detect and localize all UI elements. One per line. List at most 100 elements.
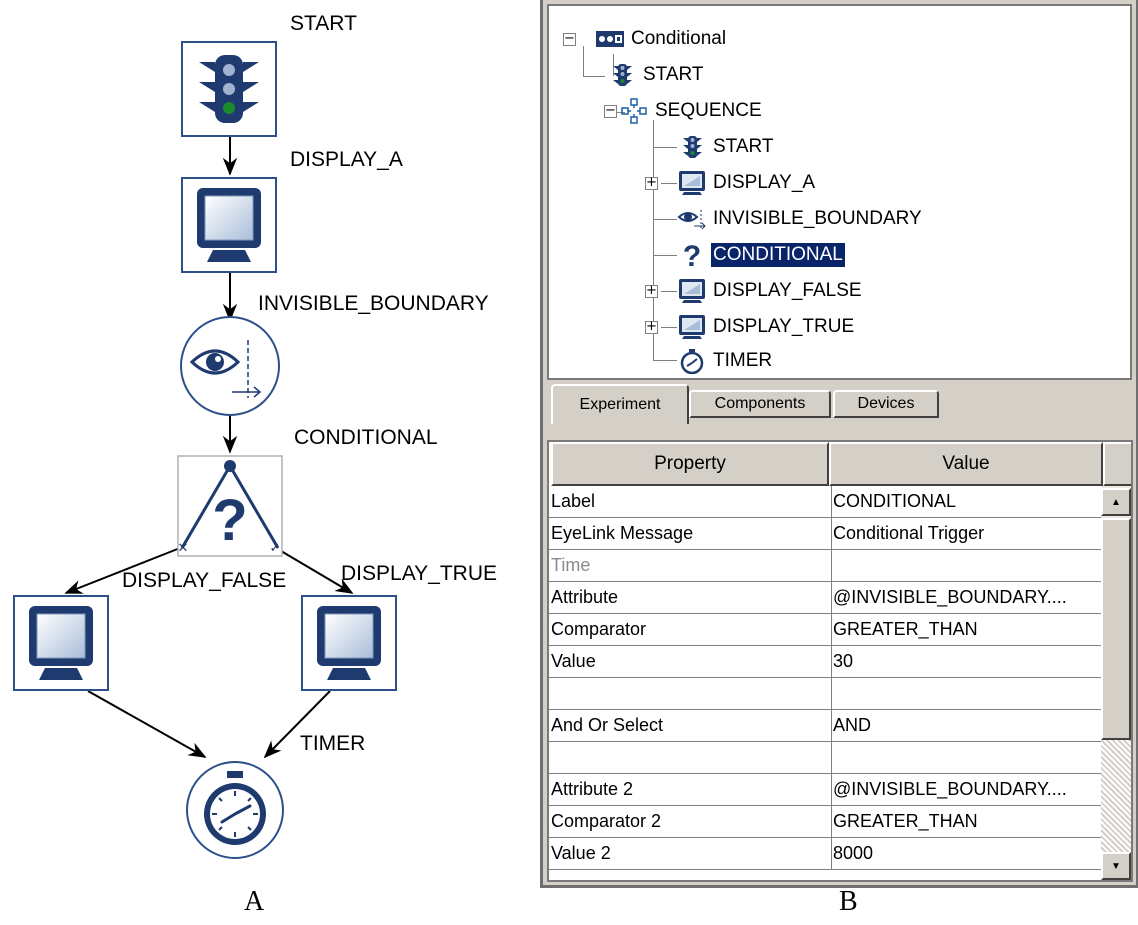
tree-item-start[interactable]: START: [607, 60, 706, 90]
property-key: And Or Select: [551, 715, 664, 735]
monitor-icon: [677, 276, 707, 306]
property-value[interactable]: [831, 742, 1105, 773]
property-value[interactable]: @INVISIBLE_BOUNDARY....: [831, 582, 1105, 613]
table-row[interactable]: Comparator GREATER_THAN: [549, 614, 1103, 646]
tree-item-conditional[interactable]: ? CONDITIONAL: [677, 240, 846, 270]
traffic-light-icon: [677, 132, 707, 162]
tree-item-start[interactable]: START: [677, 132, 776, 162]
tab-components[interactable]: Components: [689, 390, 831, 418]
tree-item-invisible-boundary[interactable]: INVISIBLE_BOUNDARY: [677, 204, 924, 234]
table-row[interactable]: [549, 742, 1103, 774]
tree-item-sequence[interactable]: SEQUENCE: [619, 96, 764, 126]
display-false-node[interactable]: [13, 595, 109, 691]
timer-node[interactable]: [186, 761, 284, 859]
property-value[interactable]: AND: [831, 710, 1105, 741]
tree-line: [609, 112, 625, 113]
column-header-value[interactable]: Value: [829, 442, 1103, 486]
property-key: Value 2: [551, 843, 611, 863]
table-row[interactable]: Attribute 2@INVISIBLE_BOUNDARY....: [549, 774, 1103, 806]
table-row[interactable]: Label CONDITIONAL: [549, 486, 1103, 518]
svg-text:?: ?: [212, 488, 247, 553]
tab-label: Experiment: [579, 396, 661, 413]
traffic-light-icon: [607, 60, 637, 90]
display-a-node[interactable]: [181, 177, 277, 273]
property-value[interactable]: [831, 678, 1105, 709]
node-label-display-true: DISPLAY_TRUE: [341, 562, 497, 585]
edge-true-timer: [263, 690, 331, 759]
tree-item-timer[interactable]: TIMER: [677, 346, 774, 376]
tab-devices[interactable]: Devices: [833, 390, 939, 418]
tree-item-display-a[interactable]: DISPLAY_A: [677, 168, 817, 198]
structure-tree[interactable]: − − + + + Conditional START SEQUENCE: [547, 4, 1132, 380]
column-header-label: Property: [654, 453, 726, 474]
traffic-light-icon: [199, 55, 259, 123]
tree-line: [653, 120, 654, 360]
tree-line: [583, 46, 584, 76]
node-label-conditional: CONDITIONAL: [294, 426, 438, 449]
node-label-display-false: DISPLAY_FALSE: [122, 569, 286, 592]
eye-boundary-icon: [189, 340, 262, 398]
property-value[interactable]: GREATER_THAN: [831, 806, 1105, 837]
tree-item-label: DISPLAY_A: [713, 172, 816, 193]
column-header-corner: [1103, 442, 1131, 486]
conditional-node[interactable]: ? ✕ ✓: [177, 455, 283, 557]
table-row[interactable]: Value 2 8000: [549, 838, 1103, 870]
eye-boundary-icon: [677, 204, 707, 234]
node-label-invisible-boundary: INVISIBLE_BOUNDARY: [258, 292, 489, 315]
property-value[interactable]: GREATER_THAN: [831, 614, 1105, 645]
expand-toggle[interactable]: +: [645, 283, 658, 298]
property-value[interactable]: [831, 550, 1105, 581]
tree-item-root[interactable]: Conditional: [595, 24, 728, 54]
tree-item-display-true[interactable]: DISPLAY_TRUE: [677, 312, 856, 342]
tree-line: [583, 76, 605, 77]
expand-toggle[interactable]: +: [645, 175, 658, 190]
property-value[interactable]: @INVISIBLE_BOUNDARY....: [831, 774, 1105, 805]
vertical-scrollbar[interactable]: ▲ ▼: [1101, 486, 1131, 880]
tab-label: Components: [714, 395, 806, 412]
scroll-thumb[interactable]: [1101, 518, 1131, 740]
monitor-icon: [677, 312, 707, 342]
svg-text:✕: ✕: [178, 541, 189, 556]
monitor-icon: [29, 606, 93, 680]
expand-toggle[interactable]: +: [645, 319, 658, 334]
scroll-down-button[interactable]: ▼: [1101, 852, 1131, 880]
property-value[interactable]: Conditional Trigger: [831, 518, 1105, 549]
tab-experiment[interactable]: Experiment: [551, 384, 689, 424]
column-header-property[interactable]: Property: [551, 442, 829, 486]
table-row[interactable]: And Or Select AND: [549, 710, 1103, 742]
property-value[interactable]: CONDITIONAL: [831, 486, 1105, 517]
property-key: Comparator: [551, 619, 647, 639]
property-key: [551, 678, 827, 709]
property-value[interactable]: 8000: [831, 838, 1105, 869]
tree-item-label: INVISIBLE_BOUNDARY: [713, 208, 922, 229]
stopwatch-icon: [677, 346, 707, 376]
display-true-node[interactable]: [301, 595, 397, 691]
invisible-boundary-node[interactable]: [180, 316, 280, 416]
table-row[interactable]: Comparator 2 GREATER_THAN: [549, 806, 1103, 838]
property-key: Label: [551, 491, 596, 511]
start-node[interactable]: [181, 41, 277, 137]
monitor-icon: [677, 168, 707, 198]
question-mark-icon: ?: [677, 240, 707, 270]
property-value[interactable]: 30: [831, 646, 1105, 677]
sequence-icon: [619, 96, 649, 126]
table-row[interactable]: Attribute@INVISIBLE_BOUNDARY....: [549, 582, 1103, 614]
svg-text:✓: ✓: [270, 541, 281, 556]
collapse-toggle[interactable]: −: [563, 31, 576, 46]
table-row[interactable]: Time: [549, 550, 1103, 582]
tree-item-display-false[interactable]: DISPLAY_FALSE: [677, 276, 864, 306]
caption-b: B: [839, 886, 858, 917]
experiment-window: − − + + + Conditional START SEQUENCE: [540, 0, 1138, 888]
panel-tabs: Experiment Components Devices: [547, 384, 1137, 434]
tree-item-label: DISPLAY_TRUE: [713, 316, 855, 337]
question-mark-icon: ? ✕ ✓: [178, 460, 281, 556]
collapse-toggle[interactable]: −: [604, 103, 617, 118]
scroll-track[interactable]: [1101, 740, 1131, 860]
scroll-up-button[interactable]: ▲: [1101, 488, 1131, 516]
property-key: Comparator 2: [551, 811, 662, 831]
tree-item-label: START: [643, 64, 704, 85]
table-row[interactable]: [549, 678, 1103, 710]
edge-false-timer: [87, 690, 207, 758]
